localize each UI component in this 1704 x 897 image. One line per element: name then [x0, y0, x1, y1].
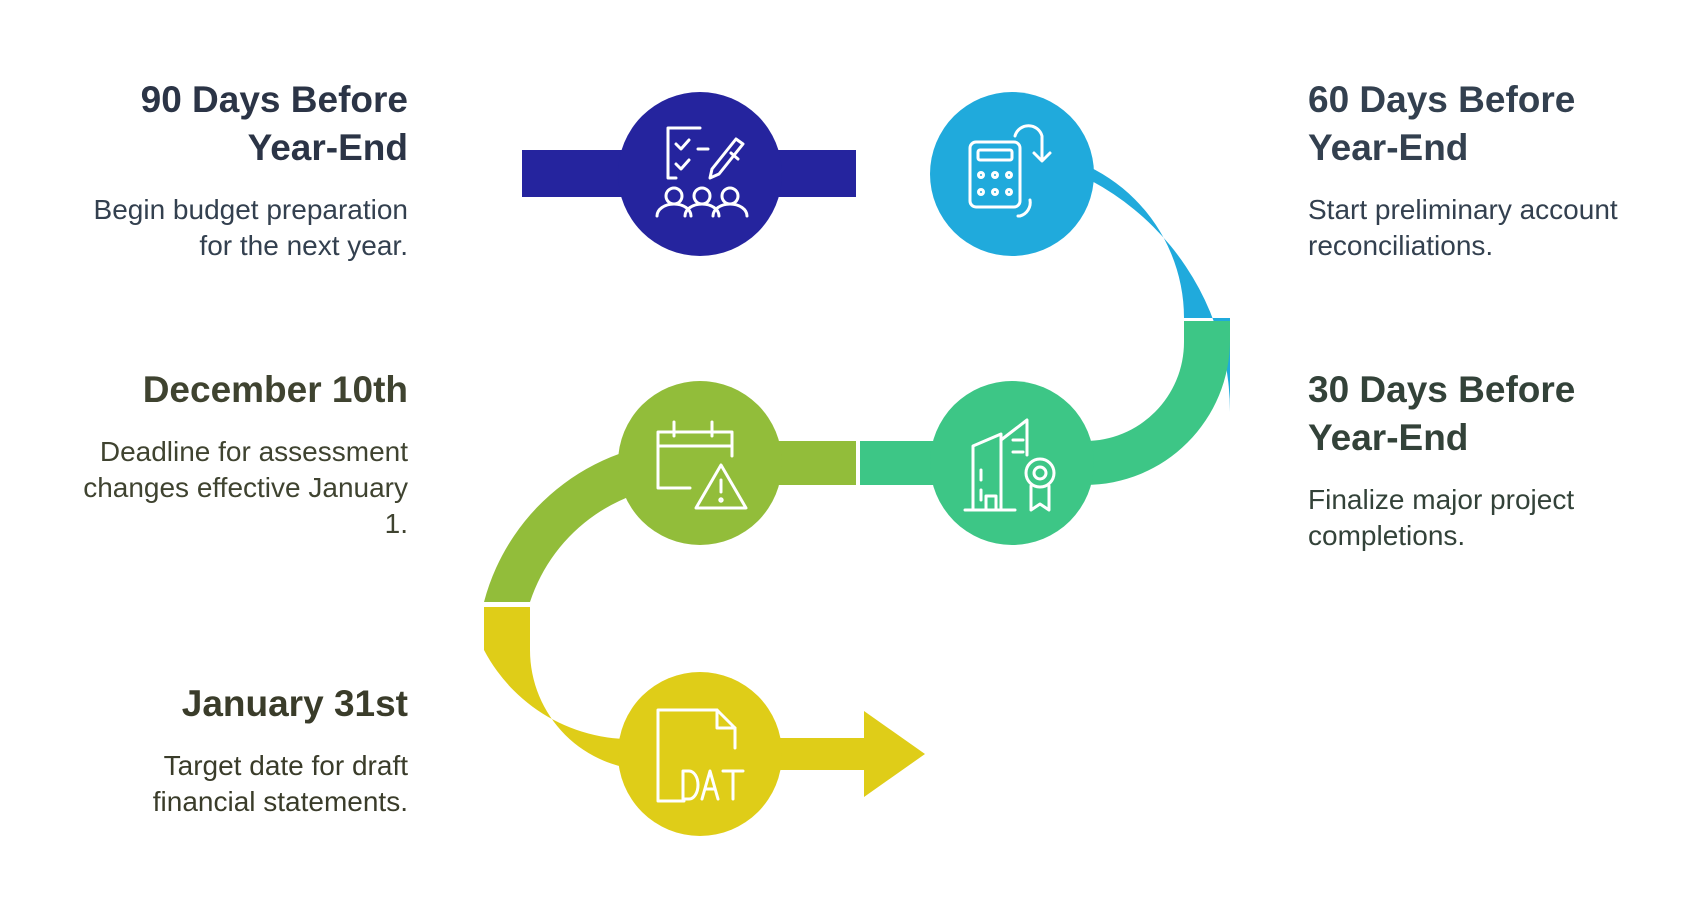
buildings-award-icon	[963, 418, 1056, 512]
milestone-description: Deadline for assessment changes effectiv…	[83, 436, 408, 539]
milestone-node-30-days	[930, 381, 1094, 545]
milestone-node-90-days	[618, 92, 782, 256]
milestone-january-31: January 31st Target date for draft finan…	[28, 680, 408, 820]
milestone-node-december-10	[618, 381, 782, 545]
calendar-warning-icon	[656, 420, 748, 510]
milestone-description: Begin budget preparation for the next ye…	[93, 194, 408, 261]
path-segment-yellow	[484, 607, 925, 797]
milestone-description: Target date for draft financial statemen…	[152, 750, 408, 817]
milestone-title: 90 Days Before Year-End	[140, 79, 408, 168]
dat-file-icon	[656, 708, 745, 803]
milestone-description: Finalize major project completions.	[1308, 484, 1575, 551]
milestone-title: December 10th	[142, 369, 408, 410]
milestone-90-days: 90 Days Before Year-End Begin budget pre…	[28, 76, 408, 264]
milestone-description: Start preliminary account reconciliation…	[1308, 194, 1618, 261]
calculator-refresh-icon	[968, 124, 1052, 218]
checklist-team-icon	[655, 126, 749, 218]
milestone-60-days: 60 Days Before Year-End Start preliminar…	[1308, 76, 1688, 264]
milestone-30-days: 30 Days Before Year-End Finalize major p…	[1308, 366, 1688, 554]
milestone-title: 30 Days Before Year-End	[1308, 369, 1576, 458]
milestone-title: January 31st	[181, 683, 408, 724]
milestone-node-january-31	[618, 672, 782, 836]
milestone-title: 60 Days Before Year-End	[1308, 79, 1576, 168]
milestone-december-10: December 10th Deadline for assessment ch…	[28, 366, 408, 542]
